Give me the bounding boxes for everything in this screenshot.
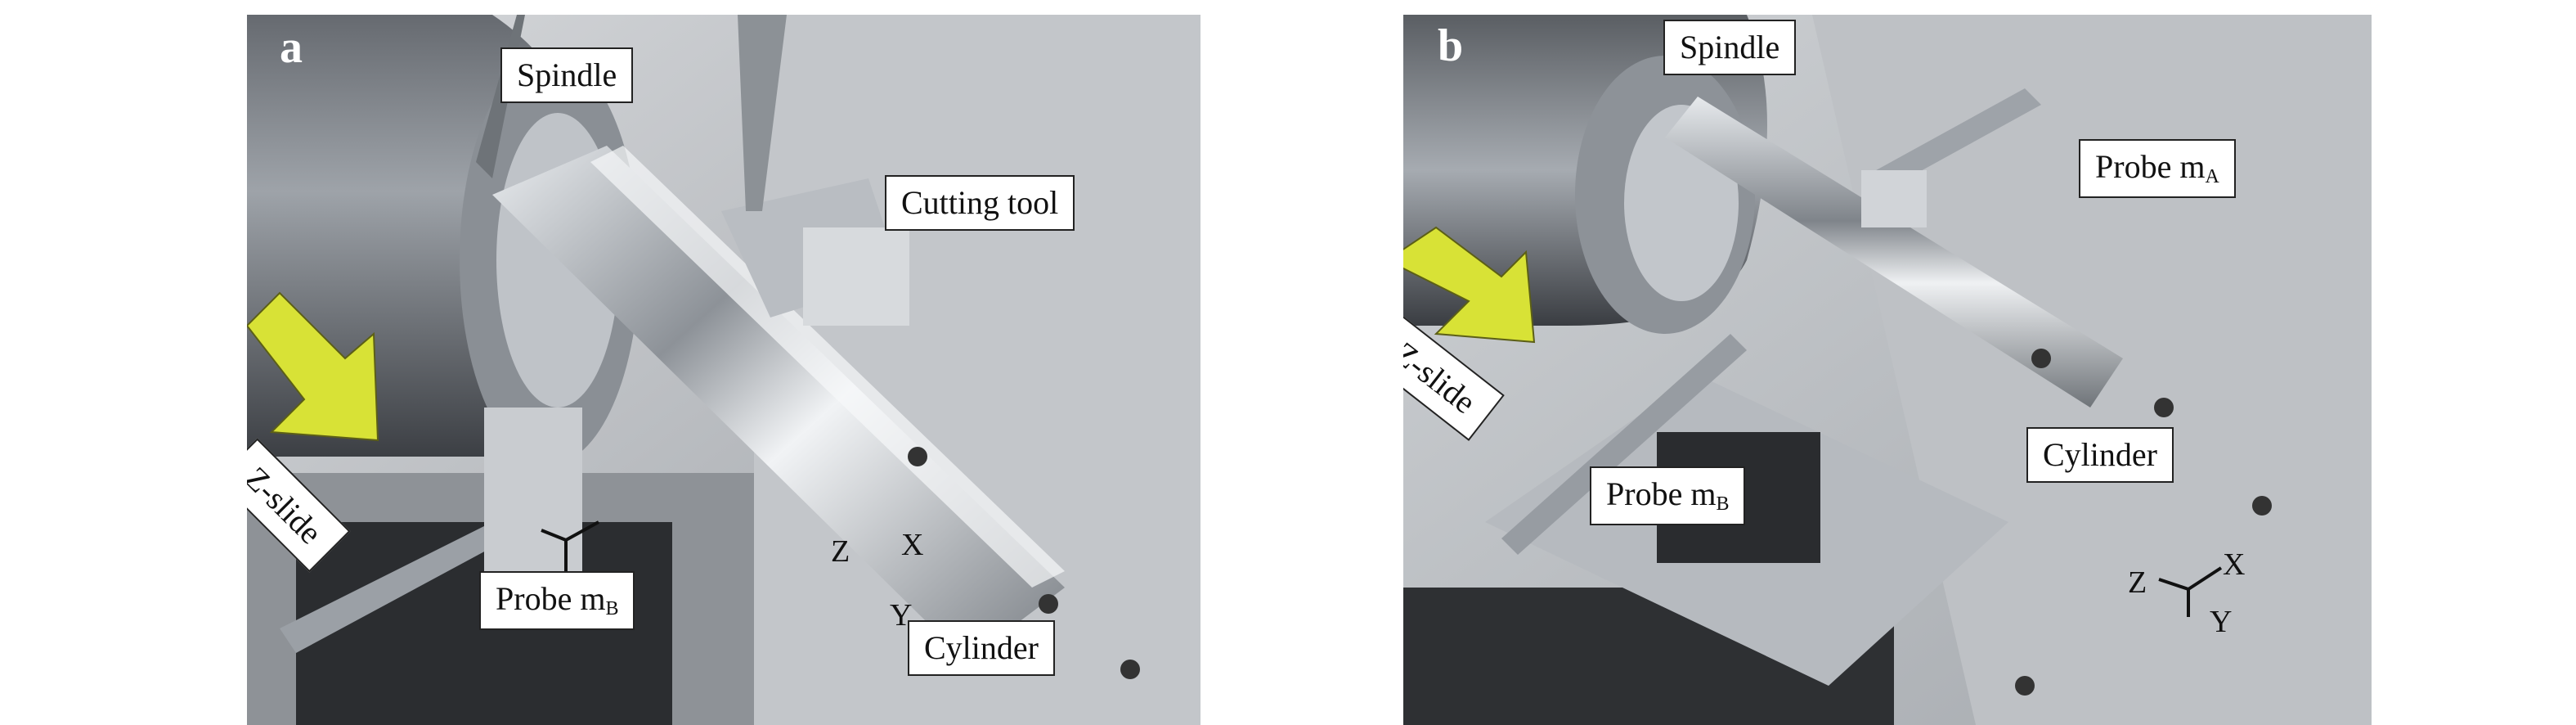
panel-label: b [1438,20,1464,71]
panel-label: a [280,22,303,73]
spindle-label: Spindle [500,47,634,103]
cylinder-label: Cylinder [908,620,1055,676]
axis-z-label: Z [2128,565,2147,600]
axis-x-label: X [901,528,924,562]
axis-y-label: Y [890,598,913,633]
photo-panel-a: a Spindle Cutting tool Probe mB Cylinder… [247,15,1200,725]
probe-mb-label: Probe mB [479,571,635,630]
probe-ma-label: Probe mA [2079,139,2236,198]
axis-z-label: Z [831,534,850,569]
cylinder-label: Cylinder [2026,427,2174,483]
axis-x-label: X [2223,547,2246,582]
cutting-tool-label: Cutting tool [885,175,1075,231]
machine-photo-b [1403,15,2372,725]
spindle-label: Spindle [1663,20,1797,75]
axis-y-label: Y [2210,605,2233,639]
probe-mb-label: Probe mB [1590,466,1746,525]
machine-photo-a [247,15,1200,725]
photo-panel-b: b Spindle Probe mA Probe mB Cylinder Z-s… [1403,15,2372,725]
